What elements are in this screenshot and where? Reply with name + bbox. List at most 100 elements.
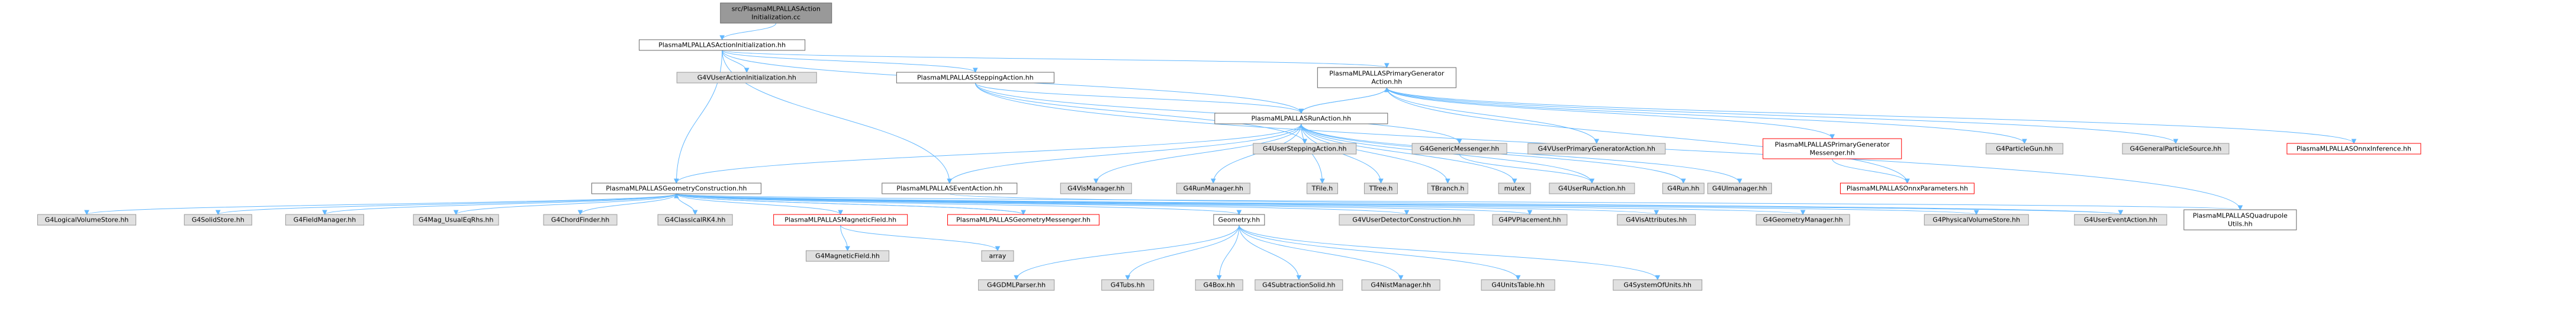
arrowhead — [692, 210, 698, 216]
node-label: G4SystemOfUnits.hh — [1623, 281, 1691, 289]
node-box — [591, 182, 761, 194]
node-box — [2183, 209, 2297, 230]
edge-geometry-to-g4box — [1218, 225, 1240, 280]
arrowhead — [1456, 139, 1462, 145]
edge-primgen-to-g4gps — [1386, 87, 2176, 144]
node-act-init[interactable]: PlasmaMLPALLASActionInitialization.hh — [639, 39, 806, 51]
arrowhead — [995, 246, 1001, 252]
node-box — [1492, 214, 1568, 226]
edge-root-to-act_init — [722, 23, 777, 40]
arrowhead — [1216, 275, 1222, 281]
arrowhead — [1594, 139, 1600, 145]
edge-act_init-to-geomcons — [676, 50, 723, 184]
node-runaction[interactable]: PlasmaMLPALLASRunAction.hh — [1214, 113, 1388, 124]
edge-geometry-to-g4nistmgr — [1239, 225, 1401, 280]
node-label: G4GenericMessenger.hh — [1420, 145, 1499, 153]
node-g4solidstore: G4SolidStore.hh — [184, 214, 252, 226]
edge-geomcons-to-g4fieldmgr — [324, 193, 677, 215]
edge-act_init-to-primgen — [722, 50, 1387, 68]
edge-geometry-to-g4unitstable — [1239, 225, 1519, 280]
node-geometry[interactable]: Geometry.hh — [1213, 214, 1265, 226]
arrowhead — [1511, 178, 1517, 184]
node-box — [1985, 143, 2063, 155]
edge-geomcons-to-g4maguseq — [455, 193, 677, 215]
node-primgenmsg[interactable]: PlasmaMLPALLASPrimaryGeneratorMessenger.… — [1763, 138, 1902, 159]
arrowhead — [1654, 210, 1660, 216]
node-onnxparams[interactable]: PlasmaMLPALLASOnnxParameters.hh — [1839, 182, 1974, 194]
arrowhead — [744, 68, 750, 73]
node-label: PlasmaMLPALLASEventAction.hh — [896, 185, 1002, 193]
node-magfield[interactable]: PlasmaMLPALLASMagneticField.hh — [773, 214, 908, 226]
node-g4visattr: G4VisAttributes.hh — [1617, 214, 1696, 226]
node-label: TFile.h — [1311, 185, 1333, 193]
arrowhead — [2173, 139, 2179, 145]
edge-runaction-to-tbranch — [1301, 123, 1448, 184]
node-label: G4SubtractionSolid.hh — [1262, 281, 1335, 289]
arrowhead — [1680, 178, 1686, 184]
node-g4logvol: G4LogicalVolumeStore.hh — [37, 214, 137, 226]
arrowhead — [1527, 210, 1533, 216]
node-geommsg[interactable]: PlasmaMLPALLASGeometryMessenger.hh — [947, 214, 1100, 226]
node-label: Action.hh — [1371, 78, 1402, 86]
node-label: PlasmaMLPALLASOnnxInference.hh — [2297, 145, 2411, 153]
node-g4chord: G4ChordFinder.hh — [543, 214, 618, 226]
edge-primgen-to-g4vuserprim — [1386, 87, 1597, 144]
arrowhead — [1236, 210, 1242, 216]
node-box — [1176, 182, 1250, 194]
node-label: G4Mag_UsualEqRhs.hh — [419, 216, 494, 224]
node-box — [896, 72, 1054, 84]
node-label: src/PlasmaMLPALLASAction — [732, 5, 821, 13]
arrowhead — [1320, 178, 1325, 184]
arrowhead — [1014, 275, 1019, 281]
node-label: G4VUserActionInitialization.hh — [697, 74, 796, 82]
node-box — [882, 182, 1018, 194]
node-box — [1213, 214, 1265, 226]
node-box — [1755, 214, 1850, 226]
arrowhead — [322, 210, 327, 216]
edge-geommsg-to-geomcons — [676, 193, 1024, 215]
node-array: array — [981, 250, 1014, 262]
node-label: PlasmaMLPALLASMagneticField.hh — [784, 216, 896, 224]
node-box — [676, 72, 817, 84]
node-label: G4VisManager.hh — [1067, 185, 1124, 193]
node-root[interactable]: src/PlasmaMLPALLASActionInitialization.c… — [720, 2, 832, 24]
node-stepping[interactable]: PlasmaMLPALLASSteppingAction.hh — [896, 72, 1054, 84]
edge-geomcons-to-g4geommgr — [676, 193, 1803, 215]
edge-act_init-to-g4user_act_init — [722, 50, 747, 73]
node-g4runmgr: G4RunManager.hh — [1176, 182, 1250, 194]
node-box — [285, 214, 364, 226]
arrowhead — [1973, 210, 1979, 216]
node-box — [1498, 182, 1531, 194]
node-g4physvol: G4PhysicalVolumeStore.hh — [1924, 214, 2029, 226]
node-g4unitstable: G4UnitsTable.hh — [1481, 279, 1555, 291]
node-box — [1763, 138, 1902, 159]
node-box — [1214, 113, 1388, 124]
arrowhead — [1445, 178, 1451, 184]
node-label: G4GeometryManager.hh — [1763, 216, 1843, 224]
node-geomcons[interactable]: PlasmaMLPALLASGeometryConstruction.hh — [591, 182, 761, 194]
node-box — [1924, 214, 2029, 226]
node-onnxinf[interactable]: PlasmaMLPALLASOnnxInference.hh — [2286, 143, 2421, 155]
node-g4particlegun: G4ParticleGun.hh — [1985, 143, 2063, 155]
edge-primgen-to-primgenmsg — [1386, 87, 1833, 139]
node-box — [1549, 182, 1635, 194]
edge-stepping-to-runaction — [975, 82, 1302, 114]
node-label: G4UserEventAction.hh — [2084, 216, 2157, 224]
node-g4gps: G4GeneralParticleSource.hh — [2122, 143, 2230, 155]
edge-runaction-to-primgen — [1301, 87, 1387, 114]
node-label: G4UImanager.hh — [1712, 185, 1767, 193]
node-box — [2122, 143, 2230, 155]
arrowhead — [1384, 63, 1390, 69]
edge-primgen-to-g4particlegun — [1386, 87, 2025, 144]
node-eventaction[interactable]: PlasmaMLPALLASEventAction.hh — [882, 182, 1018, 194]
edge-runaction-to-mutex — [1301, 123, 1515, 184]
node-label: PlasmaMLPALLASGeometryConstruction.hh — [606, 185, 747, 193]
node-box — [2074, 214, 2167, 226]
edge-geomcons-to-g4solidstore — [217, 193, 677, 215]
node-g4genmsg: G4GenericMessenger.hh — [1411, 143, 1507, 155]
node-box — [947, 214, 1100, 226]
arrowhead — [2351, 139, 2357, 145]
